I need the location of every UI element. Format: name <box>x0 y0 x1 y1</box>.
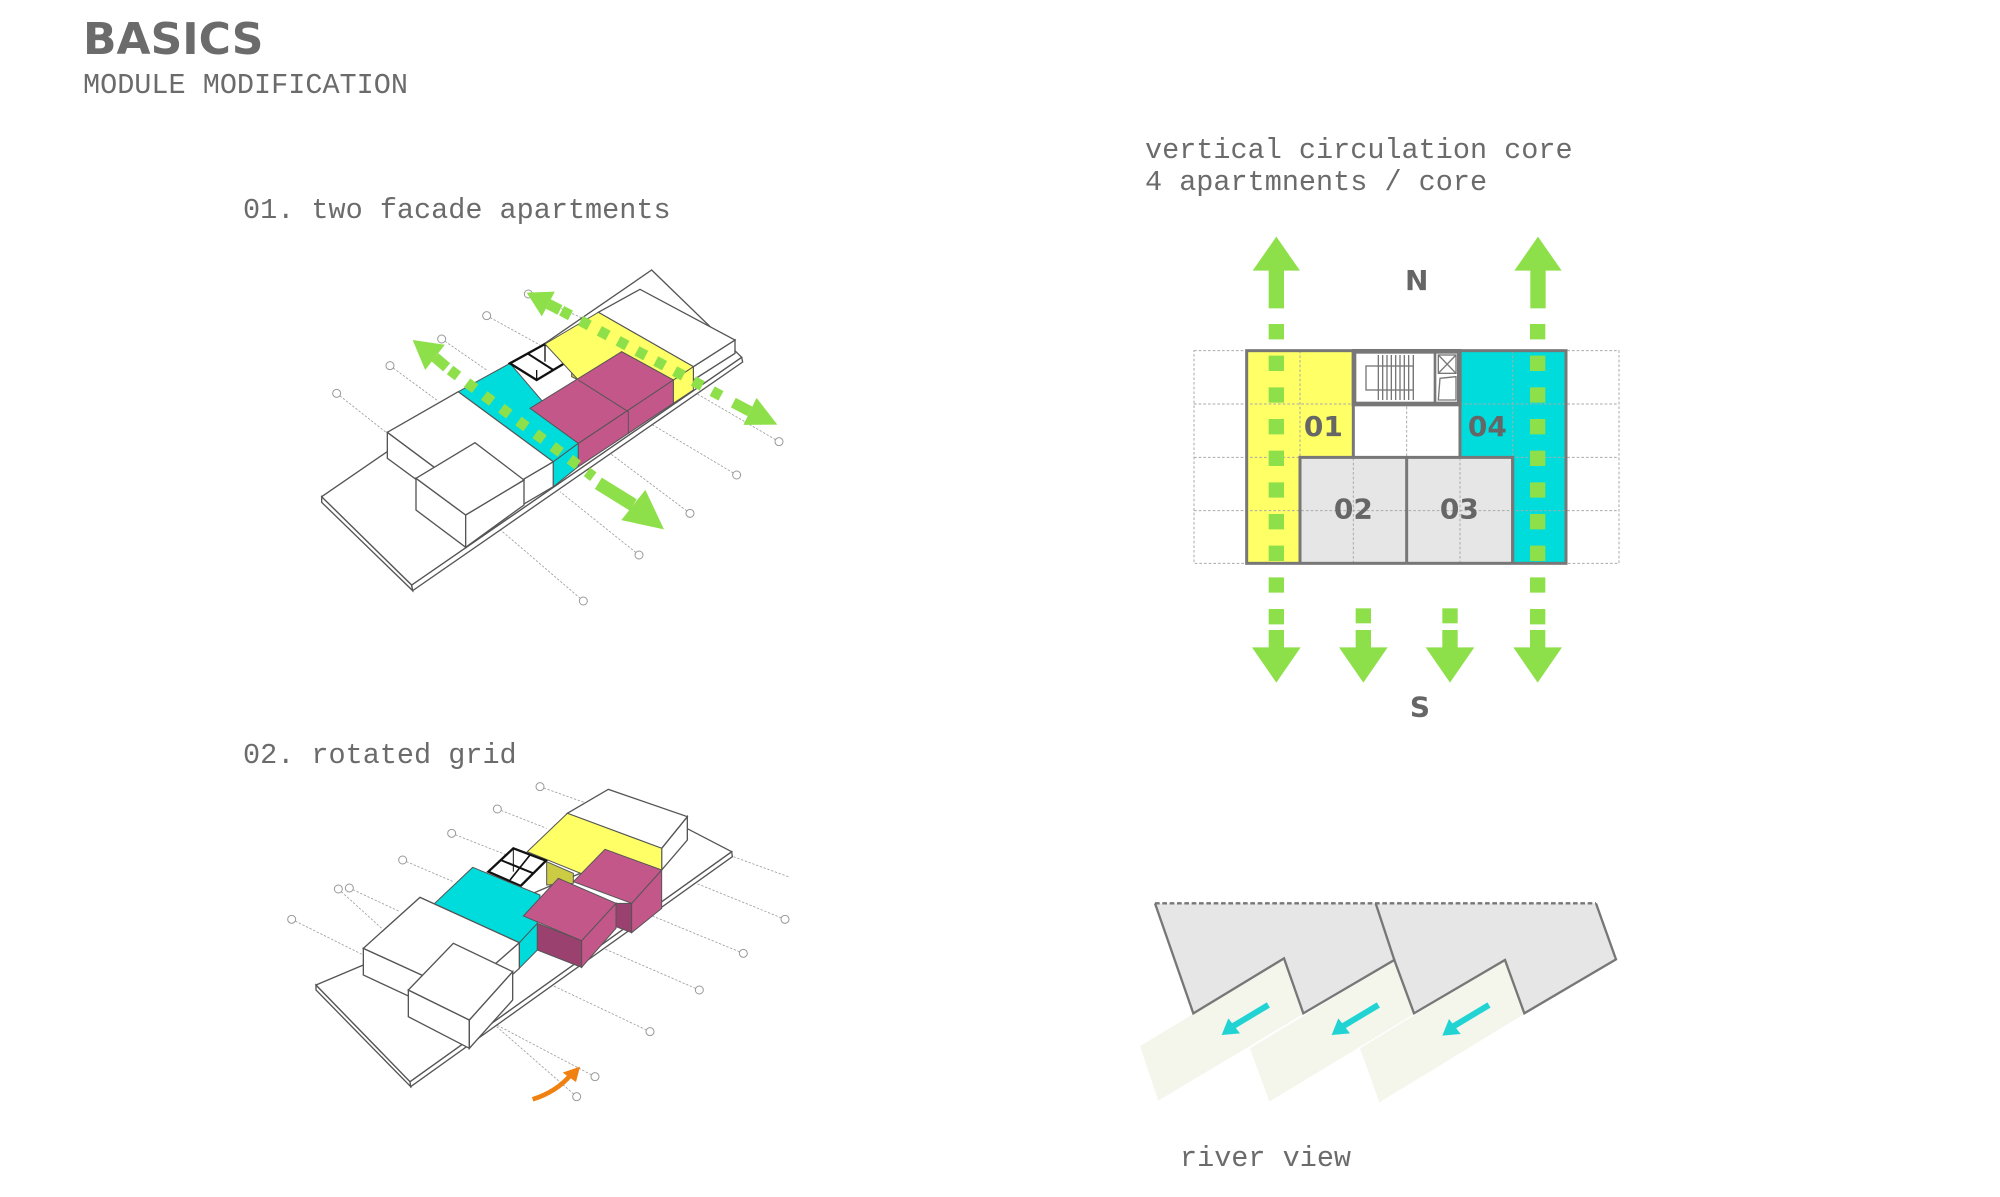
unit-label-03: 03 <box>1440 492 1479 525</box>
arrow-south-3 <box>1425 629 1475 683</box>
section-label-rotated-grid: 02. rotated grid <box>243 739 517 772</box>
unit-label-01: 01 <box>1304 410 1343 443</box>
core-label-line1: vertical circulation core <box>1145 134 1573 167</box>
circulation-core <box>486 846 549 888</box>
arrow-south-2 <box>1338 629 1388 683</box>
north-label: N <box>1405 264 1428 297</box>
leader-end-circles <box>287 782 790 1102</box>
arrow-head-northwest-front <box>412 339 451 372</box>
view-arrow-icon <box>1442 1002 1491 1036</box>
view-arrow-icon <box>1331 1002 1380 1035</box>
section-label-two-facade: 01. two facade apartments <box>243 194 671 227</box>
view-arrow-icon <box>1221 1002 1270 1035</box>
leader-end-circles <box>332 289 784 606</box>
river-view-label: river view <box>1180 1142 1351 1175</box>
south-label: S <box>1410 691 1430 724</box>
small-front-block <box>407 942 514 1051</box>
plan-green-arrows <box>1251 236 1562 683</box>
magenta-apartment <box>529 351 675 468</box>
view-direction-arrows <box>1221 1002 1491 1036</box>
axonometric-rotated-grid <box>287 782 790 1102</box>
leader-lines <box>336 293 780 602</box>
river-view-diagram <box>1139 902 1618 1103</box>
core-label-line2: 4 apartmnents / core <box>1145 166 1487 199</box>
arrow-head-northwest-back <box>526 291 563 317</box>
core-floor-plan: N S 01 02 03 04 <box>1193 236 1620 724</box>
ventilation-arrows <box>412 291 778 530</box>
magenta-apartment-back <box>572 848 663 934</box>
arrow-north-east <box>1514 236 1562 309</box>
stair-core <box>1351 348 1462 407</box>
page-title: BASICS <box>83 14 263 65</box>
view-cones <box>1139 959 1525 1103</box>
small-front-block <box>414 441 526 549</box>
right-white-block <box>565 788 689 872</box>
axonometric-two-facade <box>320 269 784 606</box>
arrow-south-1 <box>1251 629 1301 683</box>
magenta-apartment-front <box>522 877 617 969</box>
rotation-arrow-icon <box>531 1066 580 1102</box>
building-footprint <box>1154 903 1616 1014</box>
page-subtitle: MODULE MODIFICATION <box>83 69 408 102</box>
elevator-icon <box>1437 354 1457 401</box>
arrow-head-southeast-back <box>730 397 778 425</box>
unit-label-02: 02 <box>1334 492 1373 525</box>
arrow-north-west <box>1252 236 1300 309</box>
arrow-south-4 <box>1513 629 1562 683</box>
arrow-head-southeast-front <box>594 477 664 530</box>
unit-label-04: 04 <box>1468 410 1507 443</box>
